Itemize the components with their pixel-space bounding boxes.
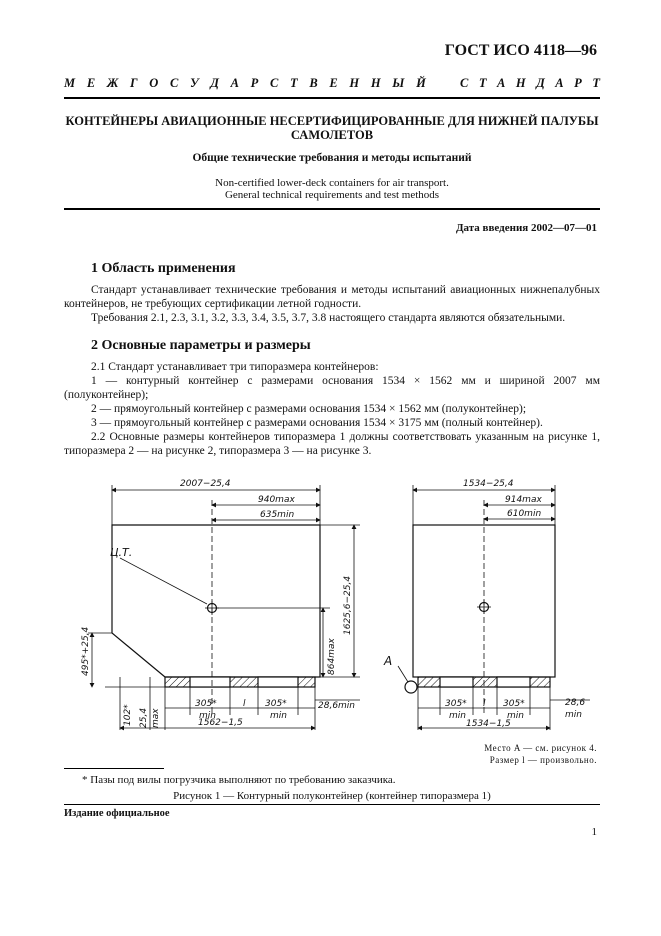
right-view	[397, 485, 590, 731]
banner-letter: О	[149, 76, 159, 90]
banner-letter: С	[460, 76, 469, 90]
dim-height-1625: 1625,6−25,4	[343, 576, 353, 635]
dim-864-max: 864max	[327, 638, 337, 675]
section2-heading: 2 Основные параметры и размеры	[91, 338, 311, 353]
banner-letter: С	[270, 76, 279, 90]
introduction-date: Дата введения 2002—07—01	[455, 222, 597, 234]
fork-pocket	[439, 676, 474, 688]
dim-28-6: 28,6	[565, 698, 585, 708]
banner-letter: А	[230, 76, 239, 90]
section2-paragraph: 2.2 Основные размеры контейнеров типораз…	[64, 431, 600, 457]
section1-body: Стандарт устанавливает технические требо…	[64, 283, 600, 325]
dim-28-6-min: 28,6min	[318, 701, 355, 711]
banner-letter: Т	[478, 76, 487, 90]
banner-letter: А	[497, 76, 506, 90]
official-rule	[64, 804, 600, 805]
official-edition-label: Издание официальное	[64, 808, 170, 819]
dim-495: 495*+25,4	[81, 626, 91, 676]
dim-102: 102*	[123, 704, 133, 726]
left-container-outline	[111, 524, 321, 678]
header-rule	[64, 97, 600, 99]
label-place-a: A	[383, 654, 392, 668]
dim-305-right: 305*	[265, 699, 287, 709]
banner-letter: Т	[592, 76, 600, 90]
dim-base-1534: 1534−1,5	[466, 719, 511, 729]
section2-paragraph: 2.1 Стандарт устанавливает три типоразме…	[91, 361, 379, 373]
dim-l: l	[243, 699, 246, 709]
dim-940-max: 940max	[258, 495, 295, 505]
english-title-line1: Non-certified lower-deck containers for …	[215, 177, 449, 189]
banner-letter: У	[190, 76, 199, 90]
dim-25-4-max: max	[151, 708, 161, 728]
dim-28-6-min: min	[565, 710, 582, 720]
section2-paragraph: 2 — прямоугольный контейнер с размерами …	[91, 403, 527, 415]
label-center-of-gravity: Ц.Т.	[110, 546, 132, 559]
figure-note-size-l: Размер l — произвольно.	[489, 755, 597, 765]
figure-caption: Рисунок 1 — Контурный полуконтейнер (кон…	[173, 790, 491, 802]
banner-letter: Е	[329, 76, 338, 90]
dim-base-1562: 1562−1,5	[198, 718, 243, 728]
figure-notes: Место A — см. рисунок 4. Размер l — прои…	[484, 742, 597, 766]
footnote-rule	[64, 768, 164, 769]
section1-paragraph: Требования 2.1, 2.3, 3.1, 3.2, 3.3, 3.4,…	[91, 312, 566, 324]
dim-305-left: 305*	[445, 699, 467, 709]
left-view-labels: 2007−25,4 940max 635min Ц.Т. 1625,6−25,4…	[81, 479, 355, 728]
dim-305-left: 305*	[195, 699, 217, 709]
left-base-hatch	[164, 676, 316, 688]
fork-pocket	[257, 676, 299, 688]
banner-letter: М	[64, 76, 76, 90]
page-number: 1	[591, 826, 598, 838]
dim-width-2007: 2007−25,4	[180, 479, 231, 489]
dim-610-min: 610min	[507, 509, 541, 519]
banner-letter: Н	[515, 76, 526, 90]
fork-pocket	[189, 676, 231, 688]
banner-letter: Р	[574, 76, 582, 90]
banner-letter: В	[309, 76, 318, 90]
section1-paragraph: Стандарт устанавливает технические требо…	[64, 284, 600, 310]
fork-pocket	[496, 676, 531, 688]
banner-letter: Н	[349, 76, 360, 90]
dim-25-4: 25,4	[139, 708, 149, 728]
banner-letter: Й	[416, 76, 426, 90]
banner-letter: Д	[536, 76, 545, 90]
document-subtitle: Общие технические требования и методы ис…	[192, 152, 472, 164]
document-code: ГОСТ ИСО 4118—96	[444, 42, 597, 59]
banner-letter: Н	[370, 76, 381, 90]
left-view	[88, 485, 360, 731]
right-view-labels: 1534−25,4 914max 610min A 305* min l 305…	[383, 479, 585, 729]
document-title: КОНТЕЙНЕРЫ АВИАЦИОННЫЕ НЕСЕРТИФИЦИРОВАНН…	[65, 114, 599, 142]
banner-letter: С	[169, 76, 179, 90]
section2-paragraph: 1 — контурный контейнер с размерами осно…	[64, 375, 600, 401]
banner-letter: Д	[210, 76, 219, 90]
banner-letter: Ы	[392, 76, 405, 90]
english-title-line2: General technical requirements and test …	[224, 189, 440, 201]
figure-note-place-a: Место A — см. рисунок 4.	[484, 743, 597, 753]
dim-635-min: 635min	[260, 510, 294, 520]
footnote: * Пазы под вилы погрузчика выполняют по …	[82, 774, 396, 786]
banner-letter: Г	[130, 76, 138, 90]
banner-letter: Ж	[106, 76, 119, 90]
section2-paragraph: 3 — прямоугольный контейнер с размерами …	[91, 417, 543, 429]
dim-305-right: 305*	[503, 699, 525, 709]
place-a-marker-icon	[404, 680, 418, 694]
banner-letter: Е	[86, 76, 96, 90]
dim-width-1534: 1534−25,4	[463, 479, 514, 489]
section1-heading: 1 Область применения	[91, 261, 236, 276]
dim-l: l	[483, 699, 486, 709]
dim-305-right-min: min	[270, 711, 287, 721]
dim-914-max: 914max	[505, 495, 542, 505]
dim-305-left-min: min	[449, 711, 466, 721]
english-title: Non-certified lower-deck containers for …	[64, 177, 600, 201]
title-rule	[64, 208, 600, 210]
section2-body: 2.1 Стандарт устанавливает три типоразме…	[64, 360, 600, 458]
dim-305-right-min: min	[507, 711, 524, 721]
banner-letter: А	[555, 76, 564, 90]
dim-305-left-min: min	[199, 711, 216, 721]
banner-letter: Т	[290, 76, 298, 90]
banner-letter: Р	[250, 76, 259, 90]
